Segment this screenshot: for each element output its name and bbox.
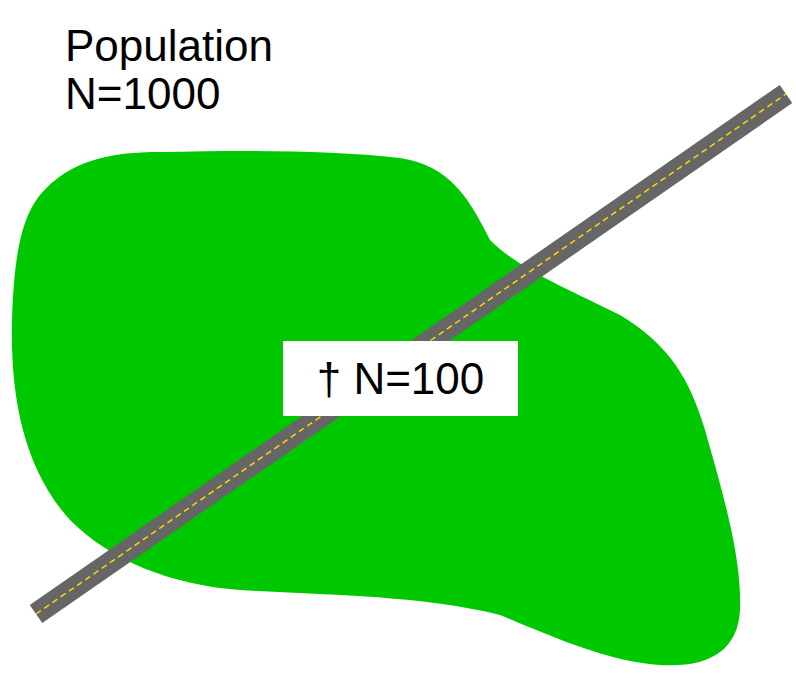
mortality-box: † N=100 bbox=[283, 341, 518, 416]
label-text: † N=100 bbox=[317, 354, 485, 404]
label-text: Population N=1000 bbox=[65, 22, 325, 118]
habitat-fill bbox=[12, 151, 740, 665]
